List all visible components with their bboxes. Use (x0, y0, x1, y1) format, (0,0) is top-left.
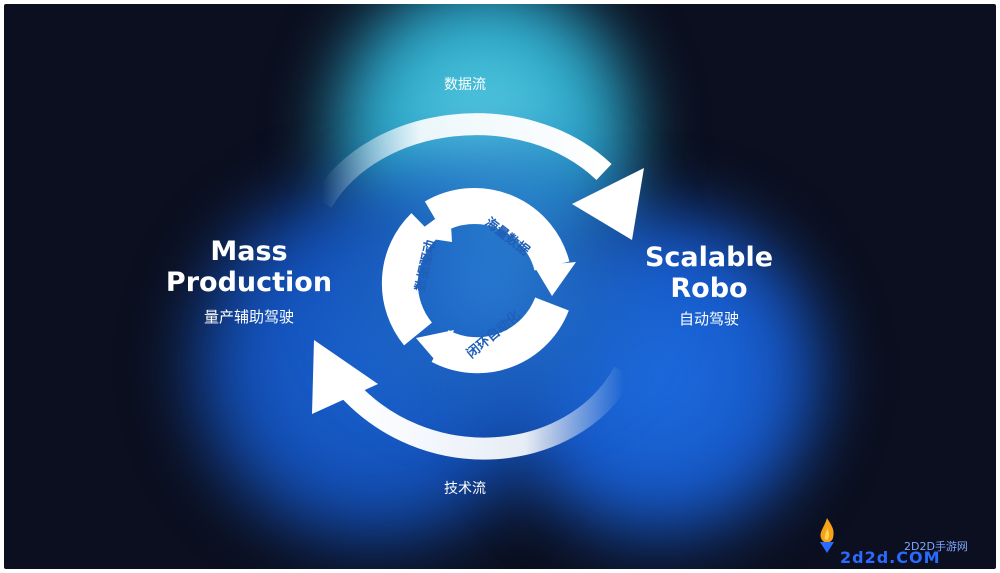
inner-arc-2 (431, 296, 569, 374)
mass-production-title: Mass Production (165, 236, 333, 298)
data-flow-label: 数据流 (444, 77, 486, 93)
mass-production-subtitle: 量产辅助驾驶 (203, 308, 294, 326)
watermark: 2D2D手游网 2d2d.COM (816, 516, 986, 567)
inner-cycle (381, 187, 576, 374)
scalable-robo-subtitle: 自动驾驶 (678, 310, 739, 328)
flame-logo-icon (820, 518, 834, 553)
inner-arc-3 (381, 213, 438, 346)
scalable-robo-title: Scalable Robo (644, 242, 774, 304)
diagram-canvas: 数据流 技术流 Mass Production 量产辅助驾驶 Scalable … (4, 4, 996, 569)
tech-flow-label: 技术流 (444, 481, 486, 497)
tech-flow-arrow (333, 366, 634, 460)
tech-flow-arrowhead (312, 340, 378, 414)
inner-arrowhead-3 (412, 208, 452, 242)
data-flow-arrow (312, 113, 612, 208)
inner-arc-1 (424, 187, 570, 272)
watermark-site: 2D2D手游网 (904, 540, 968, 553)
watermark-domain: 2d2d.COM (840, 548, 941, 567)
inner-arrowhead-1 (534, 262, 576, 296)
data-flow-arrowhead (572, 168, 644, 240)
cycle-arrows (312, 113, 644, 460)
inner-arrowhead-2 (416, 330, 454, 366)
